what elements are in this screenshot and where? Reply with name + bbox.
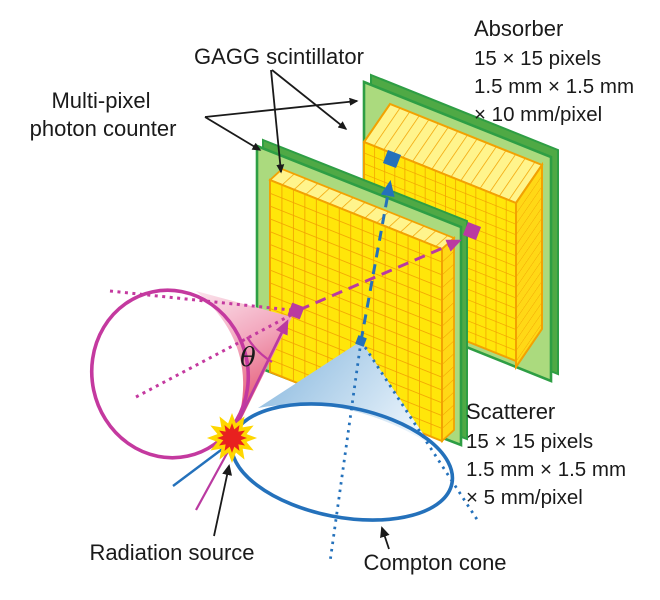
magenta-cone-rim — [89, 288, 251, 460]
gamma-ray-paths — [287, 149, 482, 347]
callout-arrows — [204, 69, 390, 550]
text-labels: GAGG scintillator Multi-pixel photon cou… — [30, 16, 634, 575]
magenta-absorber-hit-marker — [462, 221, 482, 241]
blue-scattered-ray-dashed — [359, 180, 395, 342]
magenta-generator-extension — [195, 445, 232, 511]
absorber-spec-pixels: 15 × 15 pixels — [474, 47, 601, 70]
magenta-scatterer-hit-marker — [287, 302, 305, 320]
mppc-arrow-to-scatterer-plate — [204, 116, 262, 151]
blue-scatterer-hit-marker — [355, 335, 367, 347]
magenta-generator-source-to-scatterer — [231, 319, 289, 433]
radiation-source-starburst — [206, 412, 258, 464]
scatterer-spec-size: 1.5 mm × 1.5 mm — [466, 458, 626, 481]
scatterer-label-block: Scatterer 15 × 15 pixels 1.5 mm × 1.5 mm… — [466, 399, 626, 509]
theta-angle-arc — [246, 336, 273, 363]
magenta-cone-group: θ — [89, 288, 294, 511]
gagg-arrow-to-absorber — [271, 69, 348, 130]
absorber-title: Absorber — [474, 16, 563, 41]
magenta-cone-surface — [196, 291, 292, 436]
absorber-spec-depth: × 10 mm/pixel — [474, 103, 602, 126]
mppc-arrow-to-absorber-plate — [204, 97, 359, 118]
blue-cone-right-edge-dotted — [359, 340, 480, 522]
scatterer-spec-pixels: 15 × 15 pixels — [466, 430, 593, 453]
gagg-scintillator-label: GAGG scintillator — [194, 44, 364, 69]
absorber-label-block: Absorber 15 × 15 pixels 1.5 mm × 1.5 mm … — [474, 16, 634, 126]
magenta-cone-upper-edge-dotted — [109, 289, 292, 312]
radiation-source-label: Radiation source — [89, 540, 254, 565]
magenta-scattered-ray-dashed — [298, 239, 462, 312]
blue-absorber-hit-marker — [382, 149, 402, 169]
mppc-label-line1: Multi-pixel — [51, 88, 150, 113]
scatterer-spec-depth: × 5 mm/pixel — [466, 486, 583, 509]
radiation-source-arrow — [213, 464, 233, 537]
compton-cone-label: Compton cone — [363, 550, 506, 575]
gagg-arrow-to-scatterer — [270, 69, 285, 174]
compton-cone-arrow — [380, 526, 390, 550]
scatterer-title: Scatterer — [466, 399, 555, 424]
scatterer-array-side-grid — [441, 235, 455, 444]
mppc-label-line2: photon counter — [30, 116, 177, 141]
theta-label: θ — [240, 343, 256, 373]
absorber-spec-size: 1.5 mm × 1.5 mm — [474, 75, 634, 98]
